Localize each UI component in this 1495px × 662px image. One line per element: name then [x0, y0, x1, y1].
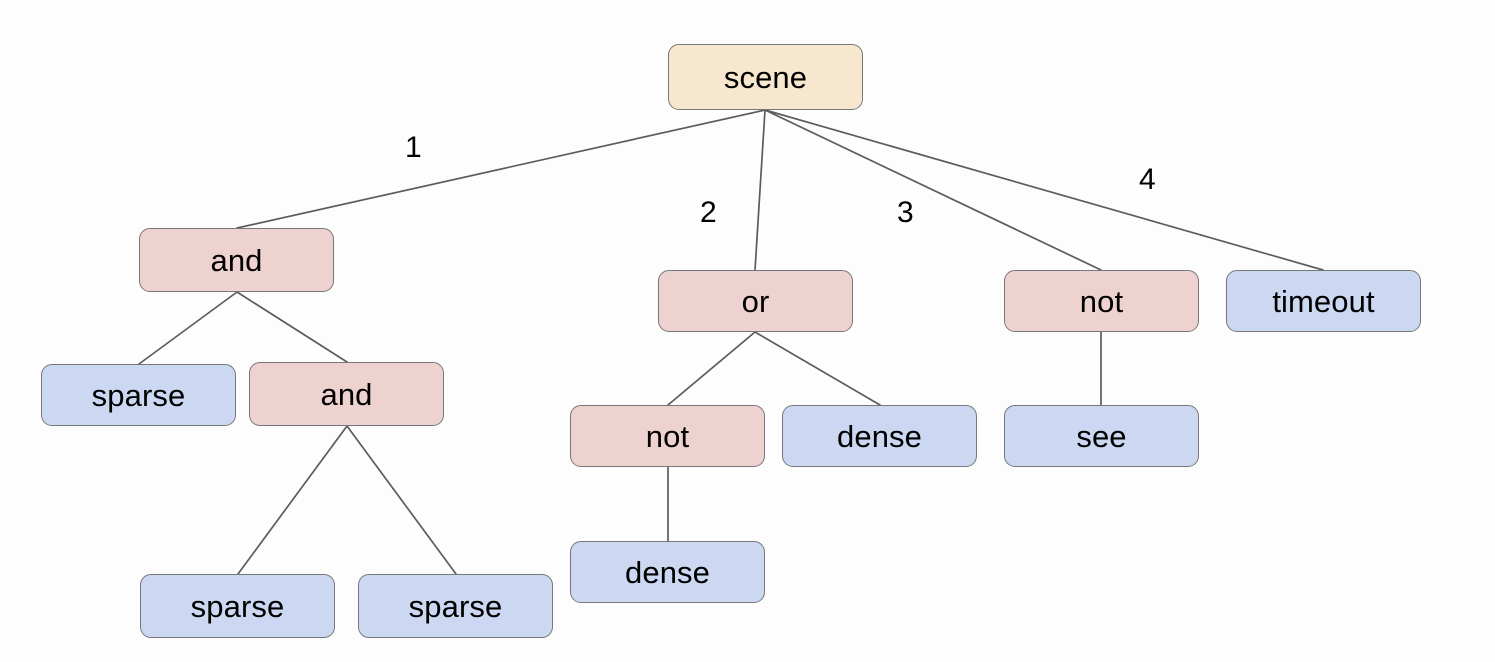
- tree-edge-scene-to-timeout1: [764, 109, 1324, 271]
- tree-edge-and2-to-sparse2: [237, 425, 348, 575]
- tree-edge-scene-to-and1: [236, 109, 766, 229]
- tree-edge-and2-to-sparse3: [346, 425, 457, 575]
- tree-node-label: sparse: [408, 588, 503, 624]
- tree-edge-scene-to-not1: [764, 109, 1102, 271]
- tree-node-label: or: [741, 283, 770, 319]
- tree-node-and1[interactable]: and: [139, 228, 334, 292]
- tree-node-label: and: [320, 376, 373, 412]
- tree-node-scene[interactable]: scene: [668, 44, 863, 110]
- tree-node-or1[interactable]: or: [658, 270, 853, 332]
- edge-label-3: 3: [897, 196, 914, 229]
- tree-node-sparse3[interactable]: sparse: [358, 574, 553, 638]
- tree-node-not1[interactable]: not: [1004, 270, 1199, 332]
- tree-edge-or1-to-not2: [667, 331, 756, 406]
- tree-node-and2[interactable]: and: [249, 362, 444, 426]
- tree-node-label: sparse: [91, 377, 186, 413]
- tree-node-label: see: [1076, 418, 1127, 454]
- tree-node-timeout1[interactable]: timeout: [1226, 270, 1421, 332]
- edge-label-1: 1: [405, 131, 422, 164]
- edge-label-4: 4: [1139, 163, 1156, 196]
- tree-node-sparse2[interactable]: sparse: [140, 574, 335, 638]
- tree-node-not2[interactable]: not: [570, 405, 765, 467]
- edge-label-2: 2: [700, 196, 717, 229]
- tree-node-label: timeout: [1272, 283, 1375, 319]
- tree-node-sparse1[interactable]: sparse: [41, 364, 236, 426]
- tree-node-see1[interactable]: see: [1004, 405, 1199, 467]
- tree-node-label: not: [1079, 283, 1124, 319]
- tree-node-label: dense: [625, 554, 710, 590]
- tree-edge-and1-to-sparse1: [138, 291, 238, 365]
- tree-edge-and1-to-and2: [236, 291, 348, 363]
- tree-node-label: scene: [723, 59, 808, 95]
- tree-node-label: dense: [837, 418, 922, 454]
- tree-edge-or1-to-dense1: [754, 331, 881, 406]
- tree-node-label: and: [210, 242, 263, 278]
- tree-node-dense1[interactable]: dense: [782, 405, 977, 467]
- tree-node-label: sparse: [190, 588, 285, 624]
- tree-node-dense2[interactable]: dense: [570, 541, 765, 603]
- tree-node-label: not: [645, 418, 690, 454]
- tree-edge-scene-to-or1: [754, 109, 766, 271]
